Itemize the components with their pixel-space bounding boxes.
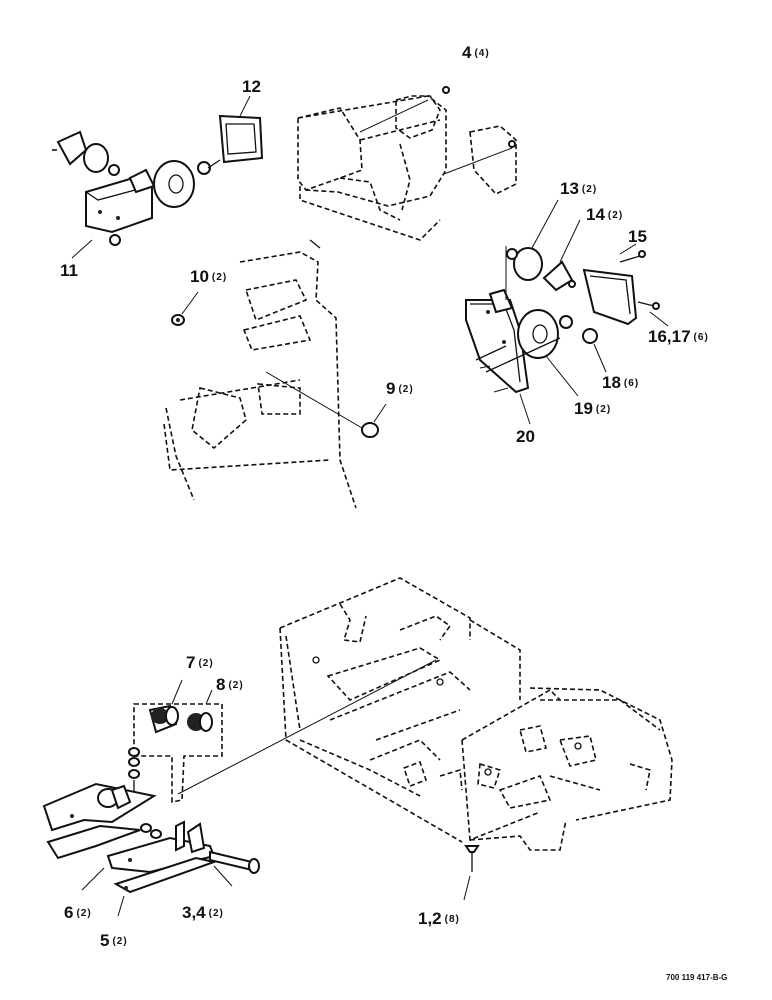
drawing-code: 700 119 417-B-G — [666, 973, 727, 982]
callout-8-qty: (2) — [228, 680, 243, 691]
bolt-3-4 — [209, 850, 253, 872]
disc-13 — [513, 247, 543, 281]
callout-10-qty: (2) — [212, 272, 227, 283]
spacer-14 — [542, 260, 574, 292]
callout-8: 8 — [216, 675, 225, 694]
callout-1-2-qty: (8) — [445, 914, 460, 925]
callout-5-qty: (2) — [112, 936, 127, 947]
callout-1-2: 1,2 — [418, 909, 442, 928]
wear-pad-15 — [582, 268, 638, 326]
left-mount-plate — [42, 782, 157, 832]
callout-19: 19 — [574, 399, 593, 418]
lower-frame-dashed — [177, 577, 673, 851]
left-spacer — [56, 130, 88, 166]
roller-bracket-assembly — [42, 679, 260, 917]
svg-text:13(2): 13(2) — [560, 179, 597, 198]
callout-4: 4 — [462, 43, 472, 62]
callout-15: 15 — [628, 227, 647, 246]
nut-10 — [171, 291, 199, 326]
svg-text:15: 15 — [628, 227, 647, 246]
svg-text:10(2): 10(2) — [190, 267, 227, 286]
callout-14: 14 — [586, 205, 605, 224]
svg-text:6(2): 6(2) — [64, 903, 92, 922]
callout-6-qty: (2) — [76, 908, 91, 919]
callout-5: 5 — [100, 931, 109, 950]
callout-6: 6 — [64, 903, 73, 922]
callout-16-17-qty: (6) — [694, 332, 709, 343]
callout-9: 9 — [386, 379, 395, 398]
callout-18: 18 — [602, 373, 621, 392]
bracket-plate-20 — [465, 299, 530, 394]
svg-text:3,4(2): 3,4(2) — [182, 903, 224, 922]
svg-text:14(2): 14(2) — [586, 205, 623, 224]
callout-18-qty: (6) — [624, 378, 639, 389]
nut-18 — [582, 328, 598, 344]
screw-1-2 — [463, 845, 480, 901]
svg-text:9(2): 9(2) — [386, 379, 414, 398]
callout-labels: 12 4(4) 11 10(2) 13(2) 14(2) 15 16,17(6)… — [60, 43, 727, 982]
svg-text:8(2): 8(2) — [216, 675, 244, 694]
callout-20: 20 — [516, 427, 535, 446]
callout-7-qty: (2) — [198, 658, 213, 669]
wear-pad-12 — [218, 114, 264, 164]
svg-text:19(2): 19(2) — [574, 399, 611, 418]
roller-8 — [187, 712, 213, 732]
roller-7 — [148, 704, 179, 734]
callout-4-qty: (4) — [474, 48, 489, 59]
callout-10: 10 — [190, 267, 209, 286]
right-bracket-assembly — [465, 199, 669, 425]
svg-text:12: 12 — [242, 77, 261, 96]
svg-text:16,17(6): 16,17(6) — [648, 327, 709, 346]
roller-group-box — [133, 703, 223, 803]
svg-text:4(4): 4(4) — [462, 43, 490, 62]
callout-14-qty: (2) — [608, 210, 623, 221]
callout-3-4-qty: (2) — [209, 908, 224, 919]
svg-text:7(2): 7(2) — [186, 653, 214, 672]
svg-text:18(6): 18(6) — [602, 373, 639, 392]
left-bracket-assembly — [52, 95, 264, 259]
svg-text:1,2(8): 1,2(8) — [418, 909, 460, 928]
callout-19-qty: (2) — [596, 404, 611, 415]
left-disc — [83, 143, 109, 173]
nut-9 — [361, 403, 387, 438]
svg-text:5(2): 5(2) — [100, 931, 128, 950]
callout-13: 13 — [560, 179, 579, 198]
callout-11: 11 — [60, 261, 78, 280]
callout-12: 12 — [242, 77, 261, 96]
callout-16-17: 16,17 — [648, 327, 691, 346]
svg-text:11: 11 — [60, 261, 78, 280]
callout-3-4: 3,4 — [182, 903, 206, 922]
svg-text:20: 20 — [516, 427, 535, 446]
callout-13-qty: (2) — [582, 184, 597, 195]
left-wheel — [153, 160, 195, 208]
callout-9-qty: (2) — [398, 384, 413, 395]
upper-frame-dashed — [163, 86, 517, 509]
wheel-19 — [517, 309, 559, 359]
callout-7: 7 — [186, 653, 195, 672]
